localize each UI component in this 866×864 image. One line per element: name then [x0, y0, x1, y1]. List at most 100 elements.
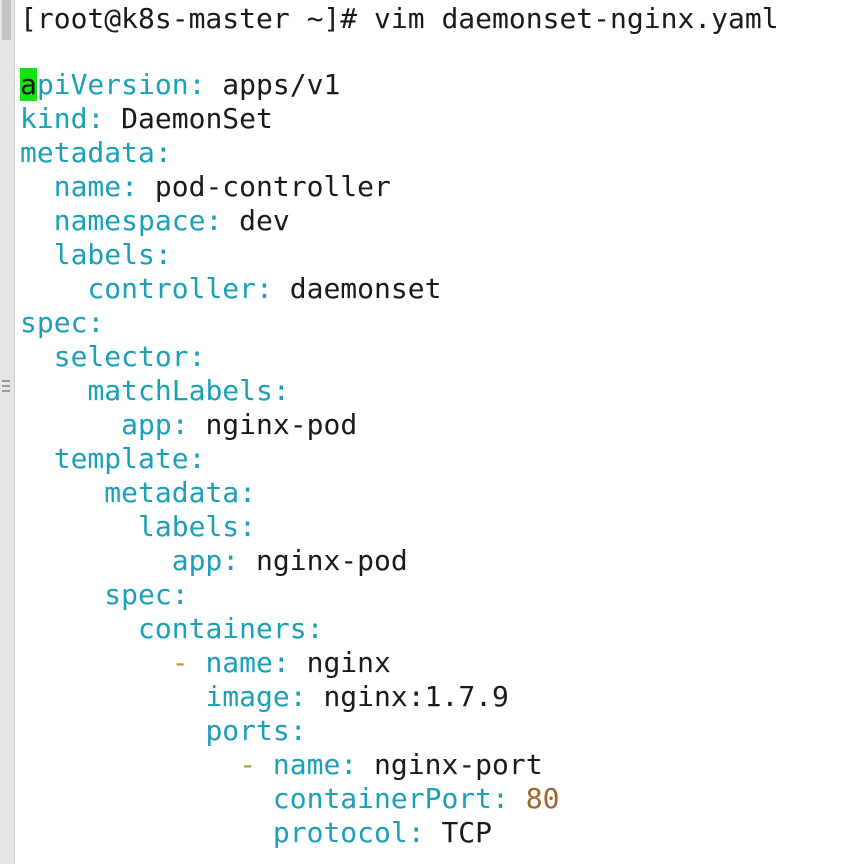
yaml-value: nginx-pod: [205, 408, 358, 441]
yaml-value: daemonset: [289, 272, 442, 305]
indent: [20, 680, 205, 713]
yaml-line: namespace: dev: [20, 204, 860, 238]
terminal-output[interactable]: [root@k8s-master ~]# vim daemonset-nginx…: [20, 0, 860, 850]
shell-command: vim daemonset-nginx.yaml: [374, 2, 779, 35]
yaml-colon: :: [121, 170, 139, 203]
yaml-colon: :: [239, 510, 257, 543]
indent: [20, 748, 239, 781]
yaml-colon: :: [188, 442, 206, 475]
yaml-line: app: nginx-pod: [20, 408, 860, 442]
yaml-line: spec:: [20, 578, 860, 612]
yaml-key: name: [205, 646, 273, 679]
yaml-line: protocol: TCP: [20, 816, 860, 850]
yaml-value: pod-controller: [154, 170, 391, 203]
yaml-key: image: [205, 680, 290, 713]
yaml-colon: :: [154, 238, 172, 271]
vim-cursor: a: [20, 68, 37, 101]
indent: [20, 408, 121, 441]
yaml-line: labels:: [20, 510, 860, 544]
indent: [20, 442, 54, 475]
yaml-key: labels: [53, 238, 155, 271]
yaml-value: nginx-pod: [256, 544, 408, 577]
yaml-colon: :: [289, 680, 307, 713]
yaml-colon: :: [87, 102, 105, 135]
yaml-key: metadata: [20, 136, 155, 169]
indent: [20, 340, 54, 373]
yaml-line: containerPort: 80: [20, 782, 860, 816]
yaml-value: 80: [525, 782, 560, 815]
indent: [20, 782, 273, 815]
yaml-line: image: nginx:1.7.9: [20, 680, 860, 714]
yaml-key: protocol: [272, 816, 408, 849]
scrollbar-grip-icon: [2, 380, 12, 392]
yaml-line: template:: [20, 442, 860, 476]
yaml-value: apps/v1: [222, 68, 341, 101]
indent: [20, 714, 205, 747]
yaml-line: kind: DaemonSet: [20, 102, 860, 136]
indent: [20, 272, 87, 305]
yaml-key: piVersion: [36, 68, 189, 101]
indent: [20, 510, 138, 543]
yaml-line: selector:: [20, 340, 860, 374]
yaml-colon: :: [492, 782, 509, 815]
yaml-key: ports: [205, 714, 290, 747]
scrollbar-thumb[interactable]: [2, 0, 11, 40]
yaml-key: app: [121, 408, 172, 441]
indent: [20, 374, 87, 407]
indent: [20, 646, 172, 679]
yaml-colon: :: [306, 612, 324, 645]
yaml-colon: :: [205, 204, 223, 237]
yaml-line: containers:: [20, 612, 860, 646]
yaml-key: containers: [138, 612, 307, 645]
yaml-colon: :: [340, 748, 358, 781]
list-dash: -: [239, 748, 273, 781]
yaml-key: name: [272, 748, 341, 781]
yaml-colon: :: [239, 476, 257, 509]
yaml-key: containerPort: [272, 782, 493, 815]
yaml-colon: :: [407, 816, 425, 849]
shell-prompt: [root@k8s-master ~]#: [20, 2, 375, 35]
scrollbar[interactable]: [0, 0, 15, 864]
yaml-key: app: [171, 544, 223, 577]
yaml-colon: :: [171, 408, 189, 441]
yaml-key: kind: [20, 102, 88, 135]
yaml-colon: :: [256, 272, 273, 305]
yaml-value: dev: [239, 204, 290, 237]
indent: [20, 476, 104, 509]
yaml-key: labels: [138, 510, 240, 543]
yaml-value: nginx:1.7.9: [323, 680, 509, 713]
yaml-key: metadata: [104, 476, 240, 509]
yaml-line: controller: daemonset: [20, 272, 860, 306]
indent: [20, 544, 172, 577]
yaml-line: spec:: [20, 306, 860, 340]
yaml-colon: :: [272, 646, 290, 679]
indent: [20, 238, 54, 271]
yaml-line: - name: nginx-port: [20, 748, 860, 782]
yaml-line: metadata:: [20, 476, 860, 510]
yaml-key: controller: [87, 272, 257, 305]
yaml-colon: :: [188, 340, 206, 373]
yaml-value: nginx-port: [374, 748, 543, 781]
indent: [20, 816, 273, 849]
indent: [20, 612, 138, 645]
list-dash: -: [171, 646, 206, 679]
indent: [20, 204, 54, 237]
yaml-key: namespace: [53, 204, 206, 237]
indent: [20, 170, 54, 203]
yaml-line: matchLabels:: [20, 374, 860, 408]
yaml-key: template: [53, 442, 189, 475]
yaml-colon: :: [154, 136, 172, 169]
blank-line: [20, 34, 860, 68]
yaml-colon: :: [171, 578, 189, 611]
yaml-line: name: pod-controller: [20, 170, 860, 204]
yaml-key: name: [53, 170, 122, 203]
yaml-colon: :: [272, 374, 290, 407]
yaml-value: DaemonSet: [121, 102, 273, 135]
yaml-line: apiVersion: apps/v1: [20, 68, 860, 102]
yaml-key: selector: [53, 340, 189, 373]
yaml-value: TCP: [441, 816, 493, 849]
yaml-line: metadata:: [20, 136, 860, 170]
yaml-line: labels:: [20, 238, 860, 272]
yaml-colon: :: [289, 714, 307, 747]
